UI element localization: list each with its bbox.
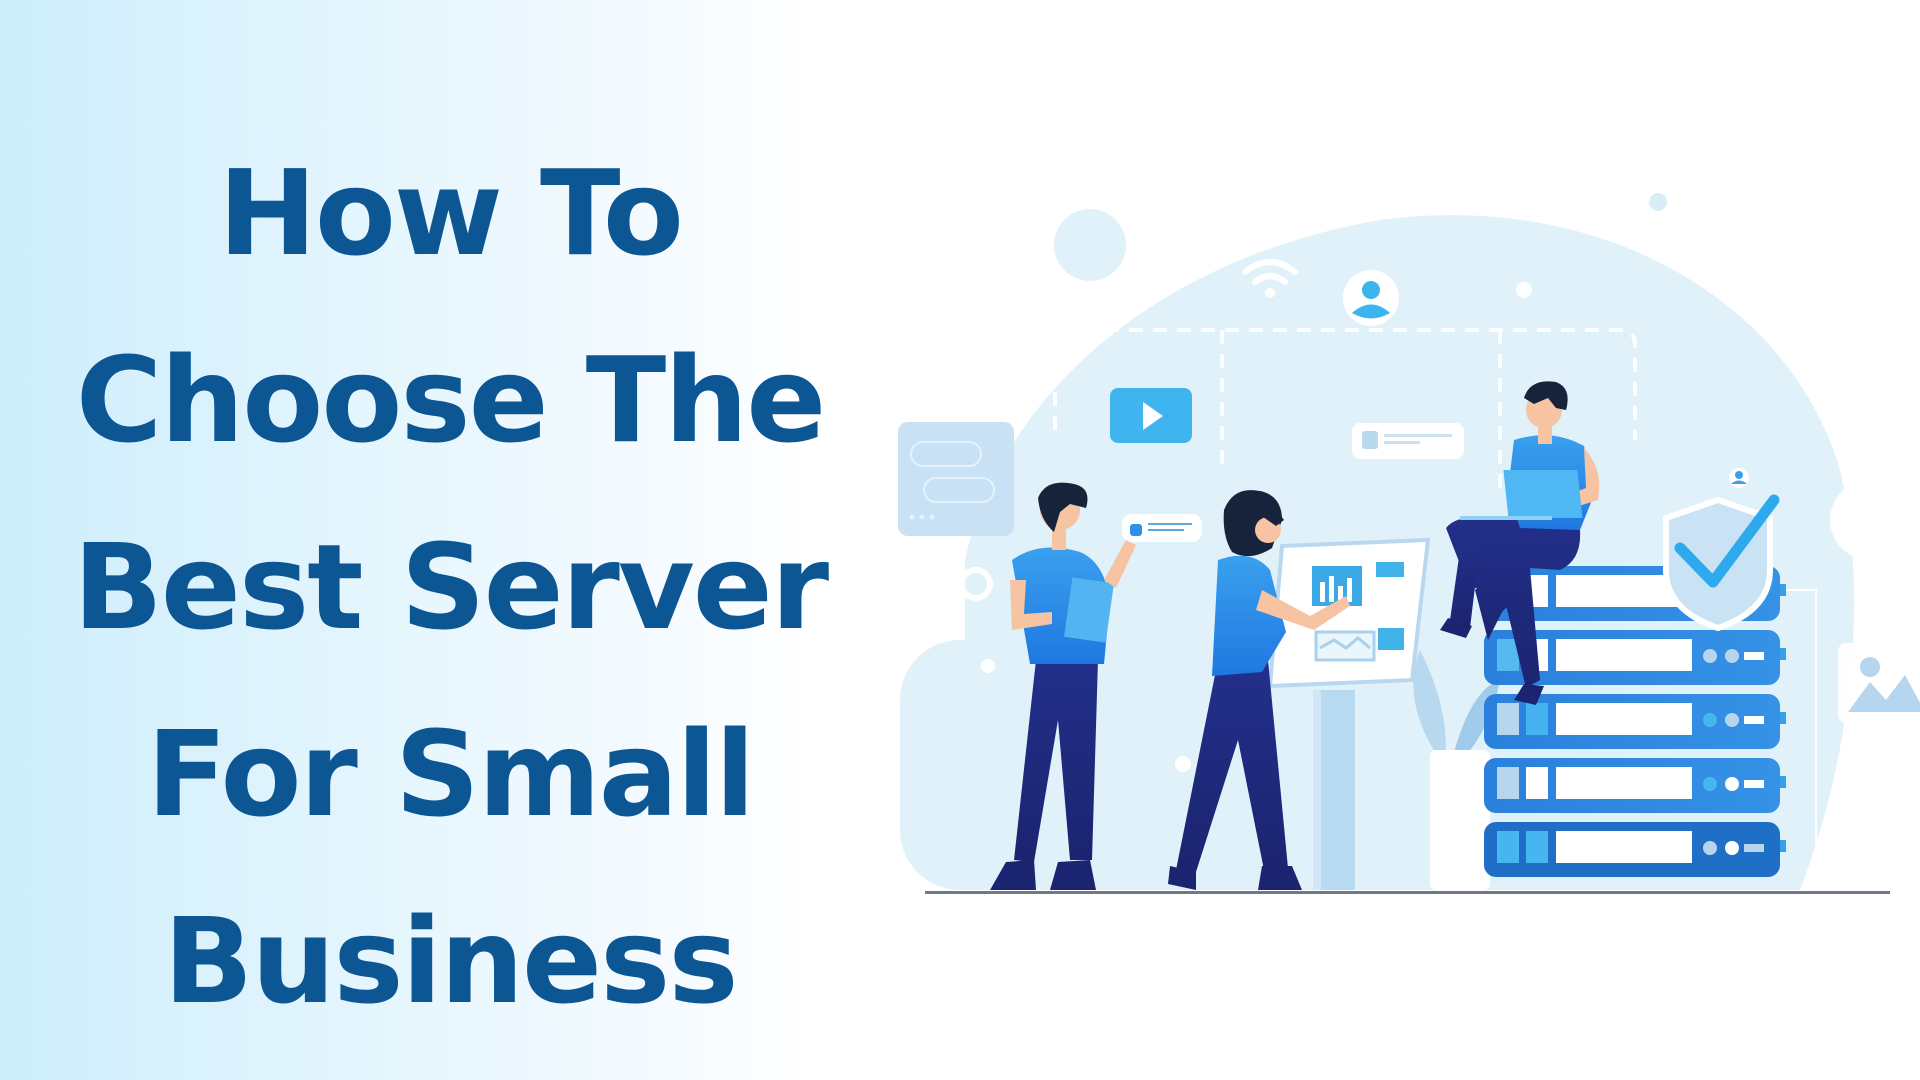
title-line-4: For Small [146, 705, 756, 843]
server-unit-2 [1484, 630, 1786, 685]
wifi-icon [1242, 259, 1298, 298]
dashboard-kiosk [1267, 537, 1431, 890]
person-with-laptop [1440, 381, 1600, 705]
server-rack-stack [1484, 566, 1817, 880]
server-illustration [880, 150, 1920, 910]
title-panel [0, 0, 810, 1080]
small-user-icon [1729, 468, 1749, 488]
person-at-kiosk [1168, 490, 1350, 890]
decor-dot [1175, 756, 1191, 772]
title-line-5: Business [163, 892, 738, 1030]
ghost-user-icon [959, 567, 993, 601]
user-avatar-icon [1343, 270, 1399, 326]
decor-dot [981, 659, 995, 673]
floor-line [925, 891, 1890, 894]
chat-bubbles-card [898, 422, 1014, 536]
decor-dot [1516, 282, 1532, 298]
security-shield-check-icon [1663, 494, 1780, 632]
network-lines [1053, 328, 1637, 490]
title-line-2: Choose The [75, 331, 827, 469]
play-button-card [1110, 388, 1192, 443]
floating-message-card [1122, 514, 1202, 542]
notification-card [1352, 423, 1464, 459]
server-unit-5 [1484, 822, 1786, 877]
banner-title: How To Choose The Best Server For Small … [0, 120, 900, 1055]
server-unit-3 [1484, 694, 1786, 749]
server-unit-4 [1484, 758, 1786, 813]
image-placeholder-card [1838, 643, 1920, 723]
title-line-3: Best Server [72, 518, 829, 656]
title-line-1: How To [218, 144, 684, 282]
person-with-tablet [990, 482, 1202, 890]
